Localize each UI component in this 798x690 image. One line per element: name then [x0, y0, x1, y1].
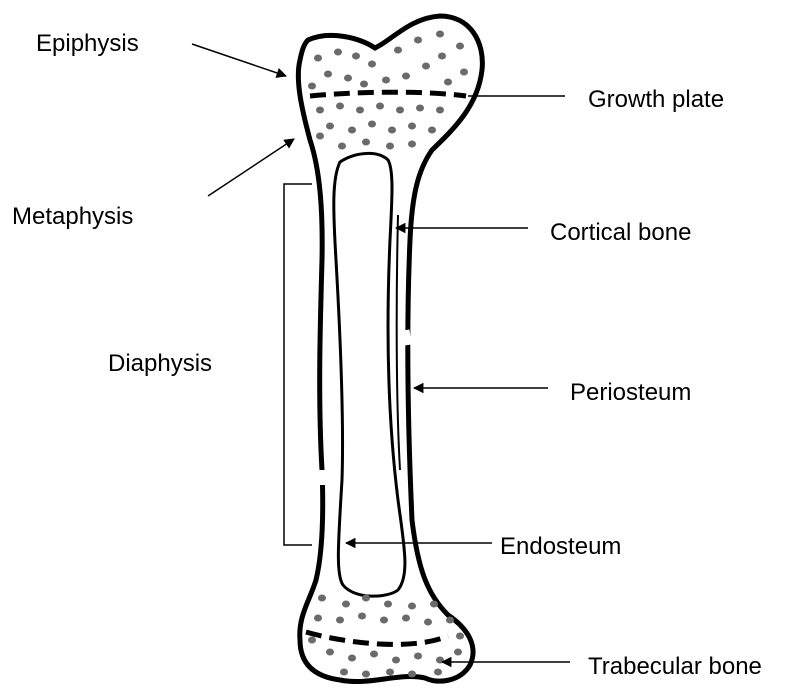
label-endosteum: Endosteum	[500, 533, 621, 560]
label-cortical-bone: Cortical bone	[550, 219, 691, 246]
periosteum-gap-right	[406, 330, 408, 345]
metaphysis-arrow	[208, 139, 294, 196]
growth-plate-top	[310, 92, 466, 96]
epiphysis-arrow	[192, 44, 286, 76]
bone-outline	[298, 16, 482, 682]
growth-plate-bottom	[306, 632, 448, 644]
label-diaphysis: Diaphysis	[108, 350, 212, 377]
label-epiphysis: Epiphysis	[36, 30, 139, 57]
label-growth-plate: Growth plate	[588, 86, 724, 113]
cortical-inner-line	[397, 215, 400, 470]
label-trabecular-bone: Trabecular bone	[588, 653, 762, 680]
label-periosteum: Periosteum	[570, 379, 691, 406]
label-metaphysis: Metaphysis	[12, 203, 133, 230]
medullary-cavity	[334, 153, 405, 596]
diaphysis-bracket	[284, 184, 312, 545]
